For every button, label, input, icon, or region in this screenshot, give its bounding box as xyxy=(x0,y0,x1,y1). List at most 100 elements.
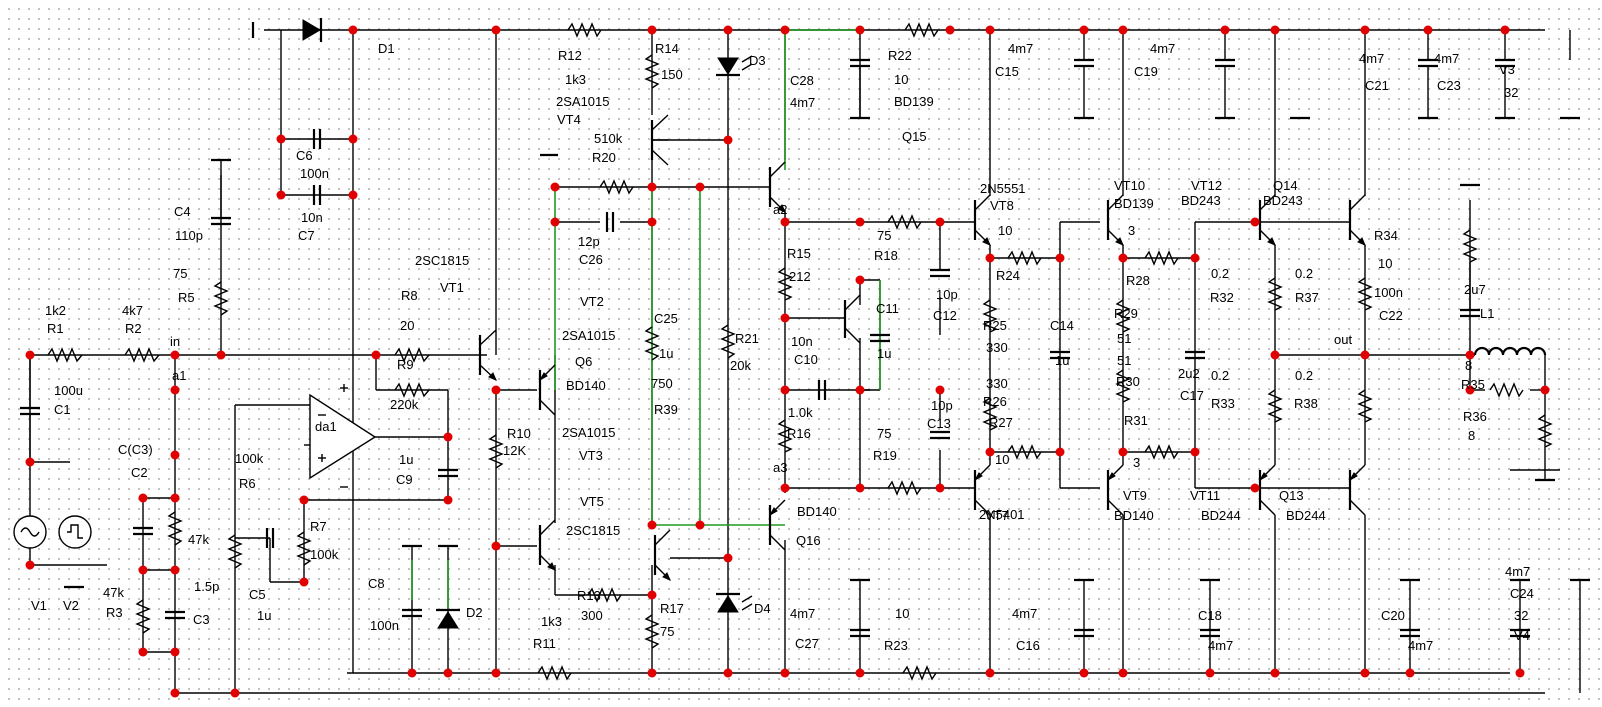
capacitor-c19 xyxy=(1215,58,1235,68)
component-label: 2N5401 xyxy=(979,507,1025,522)
component-label: C14 xyxy=(1050,318,1074,333)
component-label: R12 xyxy=(558,48,582,63)
component-label: 47k xyxy=(103,585,124,600)
component-label: 0.2 xyxy=(1295,368,1313,383)
resistor-r2 xyxy=(124,347,160,363)
component-label: 2SA1015 xyxy=(556,94,610,109)
component-label: R20 xyxy=(592,150,616,165)
component-label: Q15 xyxy=(902,129,927,144)
component-label: R17 xyxy=(660,601,684,616)
capacitor-c5 xyxy=(265,528,275,548)
component-label: R16 xyxy=(787,426,811,441)
led-d4 xyxy=(716,592,753,613)
component-label: R39 xyxy=(654,402,678,417)
component-label: 0.2 xyxy=(1211,266,1229,281)
component-label: VT3 xyxy=(579,448,603,463)
component-label: 51 xyxy=(1117,353,1131,368)
capacitor-leads xyxy=(29,66,1560,471)
capacitor-c10 xyxy=(817,380,827,400)
component-label: V2 xyxy=(63,598,79,613)
component-label: 10p xyxy=(936,287,958,302)
capacitor-c11 xyxy=(870,333,890,343)
component-label: R19 xyxy=(873,448,897,463)
component-label: out xyxy=(1334,332,1352,347)
component-label: 32 xyxy=(1514,608,1528,623)
component-label: 4m7 xyxy=(1408,638,1433,653)
component-label: C2 xyxy=(131,465,148,480)
component-label: 4m7 xyxy=(1359,51,1384,66)
resistor-r6 xyxy=(227,534,243,569)
resistor-r14 xyxy=(644,54,660,89)
component-label: a3 xyxy=(773,460,787,475)
component-label: R8 xyxy=(401,288,418,303)
resistor-r5 xyxy=(213,281,229,316)
resistor-r13 xyxy=(587,587,622,603)
resistor-r38 xyxy=(1357,389,1373,423)
component-label: C4 xyxy=(174,204,191,219)
transistor-vt4 xyxy=(650,114,669,166)
component-label: 10 xyxy=(995,452,1009,467)
green-wires xyxy=(411,29,881,610)
capacitor-c8 xyxy=(402,608,422,618)
component-label: 75 xyxy=(877,228,891,243)
capacitor-c27 xyxy=(850,628,870,638)
source-v2 xyxy=(58,515,92,549)
component-label: VT8 xyxy=(990,198,1014,213)
transistor-vt11 xyxy=(1258,464,1276,516)
transistor-q13 xyxy=(1348,464,1366,516)
component-label: 1u xyxy=(877,346,891,361)
component-label: 12K xyxy=(503,443,526,458)
ground-symbols xyxy=(64,22,1590,589)
component-label: D4 xyxy=(754,601,771,616)
capacitor-c14 xyxy=(1050,350,1070,360)
diode-d1 xyxy=(302,18,323,42)
component-label: 4m7 xyxy=(1434,51,1459,66)
component-label: 12p xyxy=(578,234,600,249)
component-label: R2 xyxy=(125,321,142,336)
component-label: 0.2 xyxy=(1295,266,1313,281)
inductor-l1 xyxy=(1473,346,1547,356)
resistors xyxy=(47,22,1553,681)
resistor-r19 xyxy=(887,480,922,496)
transistor-vt7 xyxy=(973,464,991,516)
component-label: 47k xyxy=(188,532,209,547)
resistor-r11 xyxy=(537,665,572,681)
component-label: 2SC1815 xyxy=(566,523,620,538)
resistor-r32 xyxy=(1267,277,1283,311)
component-label: VT9 xyxy=(1123,488,1147,503)
resistor-r9 xyxy=(394,382,430,398)
component-label: R21 xyxy=(735,331,759,346)
component-label: R7 xyxy=(310,519,327,534)
capacitor-c26 xyxy=(605,212,615,232)
resistor-r27 xyxy=(1007,444,1042,460)
resistor-r4 xyxy=(167,511,183,546)
transistor-q6 xyxy=(538,364,556,416)
component-label: C27 xyxy=(795,636,819,651)
component-label: R24 xyxy=(996,268,1020,283)
transistors xyxy=(478,114,1366,581)
resistor-r26 xyxy=(982,397,998,431)
component-label: 100k xyxy=(310,547,339,562)
component-label: C24 xyxy=(1510,586,1534,601)
capacitor-c24 xyxy=(1510,628,1530,638)
component-label: L1 xyxy=(1480,306,1494,321)
component-label: V3 xyxy=(1499,62,1515,77)
component-label: R27 xyxy=(989,415,1013,430)
resistor-r17 xyxy=(644,614,660,649)
component-label: C21 xyxy=(1365,78,1389,93)
component-label: 1.0k xyxy=(788,405,813,420)
component-label: VT12 xyxy=(1191,178,1222,193)
component-label: R22 xyxy=(888,48,912,63)
component-label: C17 xyxy=(1180,388,1204,403)
component-label: C9 xyxy=(396,472,413,487)
component-label: 3 xyxy=(1128,223,1135,238)
component-label: BD243 xyxy=(1263,193,1303,208)
opamp-da1 xyxy=(309,384,377,488)
component-label: R10 xyxy=(507,426,531,441)
component-label: 51 xyxy=(1117,331,1131,346)
component-label: 1.5p xyxy=(194,579,219,594)
component-label: 8 xyxy=(1468,428,1475,443)
component-label: V4 xyxy=(1514,628,1530,643)
resistor-r28 xyxy=(1144,250,1179,266)
component-label: 750 xyxy=(651,376,673,391)
